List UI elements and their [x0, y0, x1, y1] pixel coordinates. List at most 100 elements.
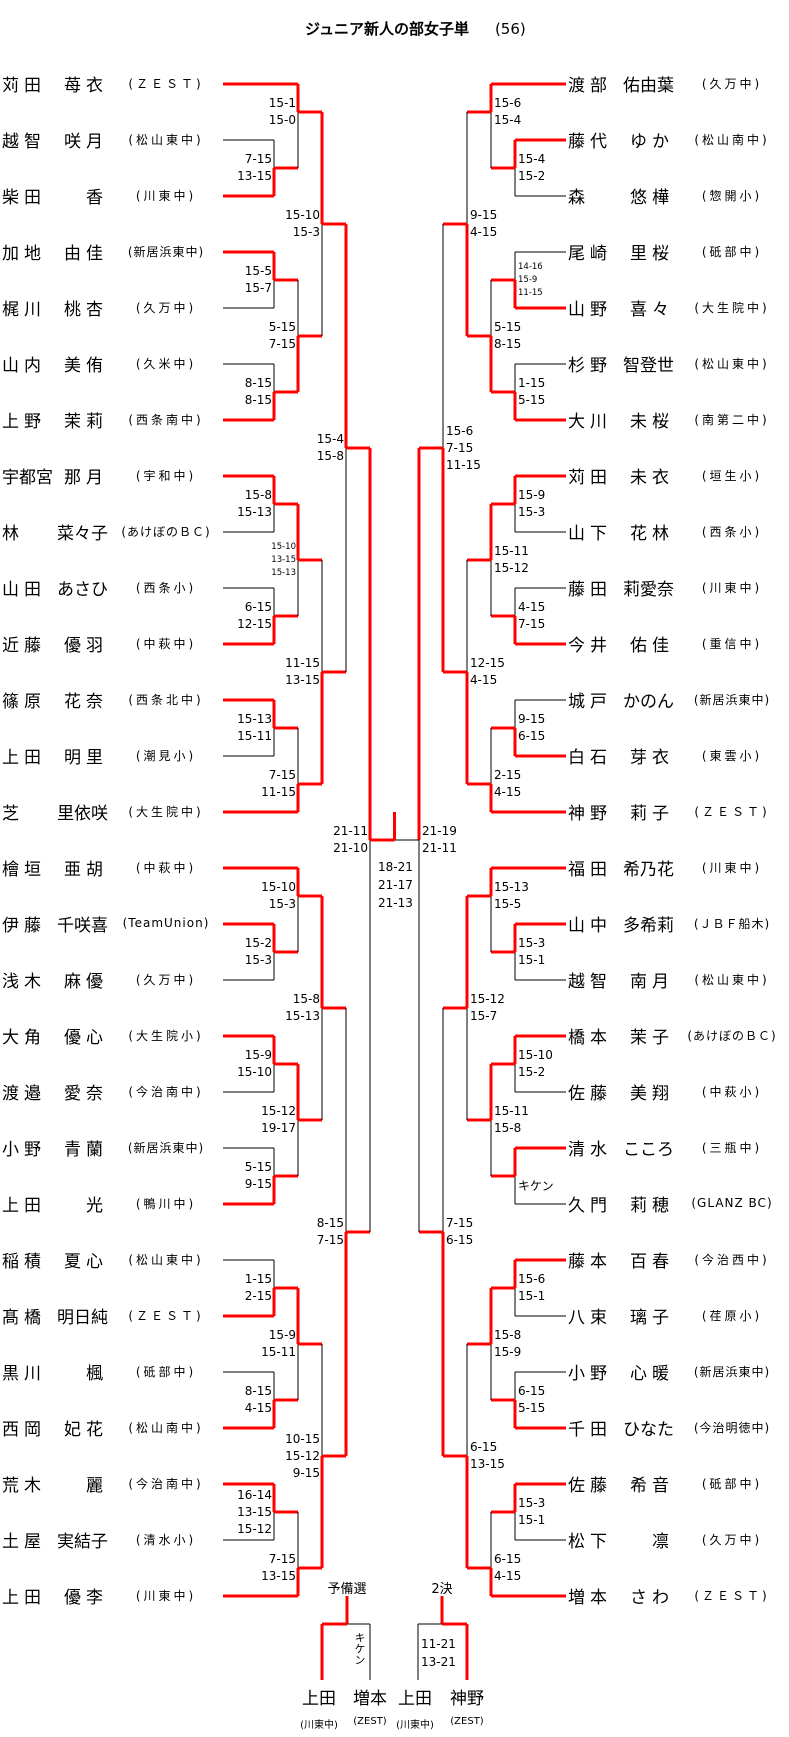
- family-name: 西岡: [2, 1419, 46, 1440]
- game-score: 9-15: [518, 712, 546, 726]
- game-score: 15-4: [316, 432, 344, 446]
- family-name: 山田: [2, 579, 46, 600]
- player-entry: 大角優心(大生院小): [2, 1024, 220, 1048]
- player-entry: 上田光(鴨川中): [2, 1192, 220, 1216]
- player-school: (久万中): [135, 300, 197, 315]
- player-school: (松山東中): [694, 356, 770, 371]
- given-name: 桃杏: [64, 299, 108, 320]
- family-name: 藤本: [568, 1251, 612, 1272]
- player-name: 森悠樺: [568, 183, 674, 208]
- family-name: 林: [2, 523, 24, 544]
- game-score: 15-11: [261, 1345, 296, 1359]
- game-score: 19-17: [261, 1121, 296, 1135]
- player-entry: 大川未桜(南第二中): [568, 407, 786, 432]
- given-name: 明日純: [57, 1307, 108, 1328]
- player-name: 城戸かのん: [568, 687, 674, 712]
- family-name: 荒木: [2, 1475, 46, 1496]
- game-score: 21-11: [422, 841, 457, 855]
- player-entry: 八束璃子(荏原小): [568, 1304, 786, 1328]
- given-name: 凛: [652, 1531, 674, 1552]
- given-name: 菜々子: [57, 523, 108, 544]
- given-name: 茉子: [630, 1027, 674, 1048]
- player-entry: 山内美侑(久米中): [2, 352, 220, 376]
- player-name: 篠原花奈: [2, 687, 108, 712]
- family-name: 越智: [568, 971, 612, 992]
- player-entry: 宇都宮那月(宇和中): [2, 464, 220, 488]
- player-school: (新居浜東中): [127, 1140, 205, 1155]
- game-score: 15-13: [285, 1009, 320, 1023]
- game-score: 15-9: [494, 1345, 522, 1359]
- family-name: 苅田: [568, 467, 612, 488]
- player-school: (中萩中): [135, 636, 197, 651]
- game-score: 13-15: [285, 673, 320, 687]
- given-name: 璃子: [630, 1307, 674, 1328]
- given-name: 夏心: [64, 1251, 108, 1272]
- family-name: 清水: [568, 1139, 612, 1160]
- game-score: 15-3: [518, 936, 546, 950]
- family-name: 篠原: [2, 691, 46, 712]
- game-score: 2-15: [494, 768, 522, 782]
- player-entry: 黒川楓(砥部中): [2, 1360, 220, 1384]
- player-school: (大生院小): [128, 1028, 204, 1043]
- given-name: 佑由葉: [623, 75, 674, 96]
- given-name: 優心: [64, 1027, 108, 1048]
- family-name: 上田: [2, 747, 46, 768]
- player-entry: 増本さわ(ＺＥＳＴ): [568, 1584, 786, 1608]
- game-score: 6-15: [518, 729, 546, 743]
- match-score: 9-15 6-15: [518, 711, 545, 745]
- game-score: 15-12: [285, 1448, 320, 1463]
- player-name: 大川未桜: [568, 407, 674, 432]
- player-school: (宇和中): [135, 468, 197, 483]
- game-score: 15-11: [494, 1104, 529, 1118]
- family-name: 黒川: [2, 1363, 46, 1384]
- given-name: 里依咲: [57, 803, 108, 824]
- game-score: 15-8: [316, 449, 344, 463]
- final-game-score: 21-13: [378, 896, 413, 910]
- player-entry: 藤田莉愛奈(川東中): [568, 576, 786, 600]
- given-name: 千咲喜: [57, 915, 108, 936]
- family-name: 久門: [568, 1195, 612, 1216]
- game-score: 9-15: [244, 1177, 272, 1191]
- game-score: 21-10: [333, 841, 368, 855]
- player-name: 橋本茉子: [568, 1023, 674, 1048]
- game-score: 5-15: [518, 393, 546, 407]
- game-score: 7-15: [268, 1552, 296, 1566]
- game-score: 4-15: [244, 1401, 272, 1415]
- player-name: 千田ひなた: [568, 1415, 674, 1440]
- game-score: 15-8: [494, 1121, 522, 1135]
- game-score: 6-15: [244, 600, 272, 614]
- player-school: (松山南中): [128, 1420, 204, 1435]
- player-entry: 越智南月(松山東中): [568, 968, 786, 992]
- playoff-label: 予備選: [327, 1582, 367, 1597]
- player-school: (東雲小): [701, 748, 763, 763]
- player-school: (中萩小): [701, 1084, 763, 1099]
- game-score: 13-15: [237, 1504, 272, 1519]
- player-school: (ＺＥＳＴ): [128, 76, 204, 91]
- family-name: 増本: [568, 1587, 612, 1608]
- player-school: (西条北中): [128, 692, 204, 707]
- game-score: 15-7: [244, 281, 272, 295]
- player-school: (松山南中): [694, 132, 770, 147]
- player-school: (大生院中): [694, 300, 770, 315]
- player-entry: 芝里依咲(大生院中): [2, 800, 220, 824]
- game-score: 8-15: [316, 1216, 344, 1230]
- player-entry: 城戸かのん(新居浜東中): [568, 687, 786, 712]
- player-school: (新居浜東中): [693, 1364, 771, 1379]
- game-score: 13-15: [271, 554, 296, 565]
- player-entry: 髙橋明日純(ＺＥＳＴ): [2, 1304, 220, 1328]
- playoff-school: (ZEST): [353, 1716, 387, 1727]
- given-name: 優羽: [64, 635, 108, 656]
- player-name: 苅田苺衣: [2, 71, 108, 96]
- game-score: 15-5: [244, 264, 272, 278]
- player-school: (ＺＥＳＴ): [694, 804, 770, 819]
